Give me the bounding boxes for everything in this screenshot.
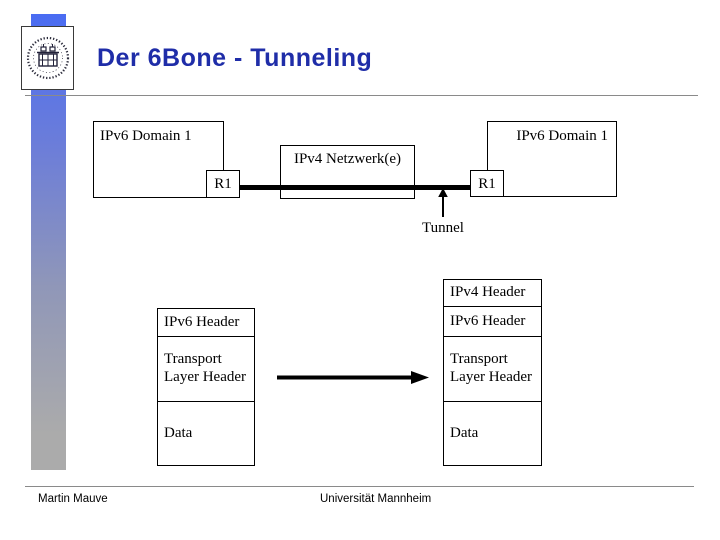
footer-institution: Universität Mannheim xyxy=(320,493,432,505)
tunnel-pointer-arrowhead-icon xyxy=(438,188,448,197)
footer-divider xyxy=(25,486,694,487)
university-logo xyxy=(21,26,74,90)
footer-author: Martin Mauve xyxy=(38,493,108,505)
right-router-box: R1 xyxy=(470,170,504,197)
title-divider xyxy=(25,95,698,96)
left-router-box: R1 xyxy=(206,170,240,198)
packet-cell: IPv6 Header xyxy=(158,309,254,336)
gradient-sidebar xyxy=(31,14,66,470)
left-ipv6-domain-box: IPv6 Domain 1 xyxy=(93,121,224,198)
packet-cell: IPv4 Header xyxy=(444,280,541,306)
university-seal-icon xyxy=(26,36,69,80)
packet-stack-tunneled: IPv4 Header IPv6 Header Transport Layer … xyxy=(443,279,542,466)
left-ipv6-domain-label: IPv6 Domain 1 xyxy=(100,128,192,144)
packet-cell: Transport Layer Header xyxy=(444,336,541,401)
left-router-label: R1 xyxy=(214,176,232,192)
packet-stack-original: IPv6 Header Transport Layer Header Data xyxy=(157,308,255,466)
packet-cell: IPv6 Header xyxy=(444,306,541,336)
packet-cell: Transport Layer Header xyxy=(158,336,254,401)
encapsulation-arrowhead-icon xyxy=(411,371,429,384)
ipv4-network-label: IPv4 Netzwerk(e) xyxy=(293,151,402,167)
page-title: Der 6Bone - Tunneling xyxy=(97,44,373,72)
packet-cell: Data xyxy=(444,401,541,465)
right-ipv6-domain-label: IPv6 Domain 1 xyxy=(516,128,608,144)
tunnel-label: Tunnel xyxy=(422,220,464,236)
encapsulation-arrow-shaft xyxy=(277,375,413,380)
right-router-label: R1 xyxy=(478,175,496,192)
ipv4-network-box: IPv4 Netzwerk(e) xyxy=(280,145,415,199)
right-ipv6-domain-box: IPv6 Domain 1 xyxy=(487,121,617,197)
packet-cell: Data xyxy=(158,401,254,465)
